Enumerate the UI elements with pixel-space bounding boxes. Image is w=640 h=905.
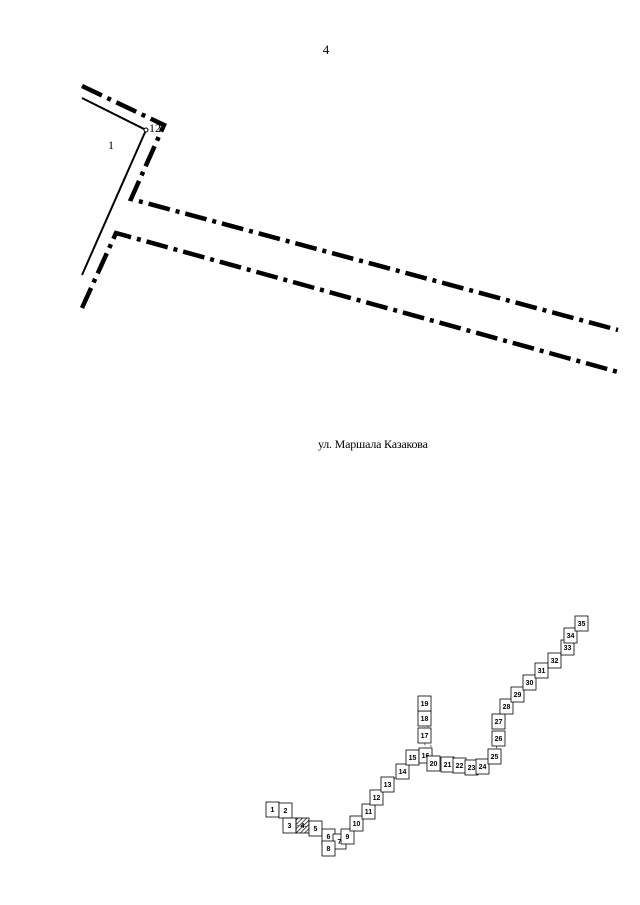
sheet-tile-label: 5	[314, 826, 318, 833]
sheet-tile-label: 32	[551, 658, 559, 665]
sheet-tile-label: 29	[514, 692, 522, 699]
sheet-tile-label: 16	[422, 753, 430, 760]
sheet-tile-label: 19	[421, 701, 429, 708]
sheet-tile-label: 26	[495, 736, 503, 743]
sheet-tile	[380, 776, 395, 793]
sheet-tile-label: 24	[479, 764, 487, 771]
sheet-tile-label: 25	[491, 754, 499, 761]
sheet-tile-label: 9	[346, 834, 350, 841]
sheet-tile	[475, 758, 490, 775]
sheet-tile-label: 33	[564, 645, 572, 652]
sheet-tile	[499, 698, 514, 715]
sheet-tile	[426, 755, 441, 772]
sheet-tile-label: 13	[384, 782, 392, 789]
boundary-point-label: 12	[149, 121, 161, 135]
sheet-tile	[487, 748, 502, 765]
sheet-tile	[308, 820, 323, 837]
sheet-tile	[574, 615, 589, 632]
street-name-label: ул. Маршала Казакова	[318, 437, 428, 451]
sheet-tile-label: 28	[503, 704, 511, 711]
sheet-tile-label: 27	[495, 719, 503, 726]
parcel-number-label: 1	[108, 138, 114, 152]
sheet-tile-label: 3	[288, 823, 292, 830]
sheet-tile-label: 15	[409, 755, 417, 762]
sheet-tile	[547, 652, 562, 669]
sheet-tile-label: 11	[365, 809, 373, 816]
sheet-tile	[417, 695, 432, 712]
sheet-tile-label: 31	[538, 668, 546, 675]
sheet-tile-label: 8	[327, 846, 331, 853]
sheet-tile-label: 17	[421, 733, 429, 740]
sheet-tile-label: 21	[444, 762, 452, 769]
sheet-tile-label: 10	[353, 821, 361, 828]
sheet-tile	[491, 713, 506, 730]
boundary-point-marker	[143, 127, 149, 133]
sheet-tile-label: 30	[526, 680, 534, 687]
sheet-tile	[349, 815, 364, 832]
sheet-tile	[321, 840, 336, 857]
sheet-tile	[369, 789, 384, 806]
sheet-tile-label: 20	[430, 761, 438, 768]
sheet-tile	[340, 828, 355, 845]
sheet-tile-label: 6	[327, 834, 331, 841]
sheet-tile	[417, 727, 432, 744]
sheet-tile-label: 1	[271, 807, 275, 814]
sheet-tile	[534, 662, 549, 679]
sheet-tile-label: 35	[578, 621, 586, 628]
sheet-tile-label: 7	[338, 839, 342, 846]
sheet-tile	[563, 627, 578, 644]
sheet-tile-label: 2	[284, 808, 288, 815]
sheet-tile	[510, 686, 525, 703]
sheet-tile-label: 22	[456, 763, 464, 770]
sheet-tile-label: 12	[373, 795, 381, 802]
sheet-tile-label: 4	[301, 823, 305, 830]
sheet-tile	[522, 674, 537, 691]
sheet-tile-label: 14	[399, 769, 407, 776]
road-red-line-lower	[79, 230, 619, 375]
sheet-tile	[395, 763, 410, 780]
sheet-tile-label: 18	[421, 716, 429, 723]
sheet-tile	[491, 730, 506, 747]
page-number: 4	[322, 42, 330, 57]
road-red-line-upper	[81, 83, 619, 333]
sheet-tile-label: 23	[468, 765, 476, 772]
sheet-tile	[361, 803, 376, 820]
sheet-tile-label: 34	[567, 633, 575, 640]
